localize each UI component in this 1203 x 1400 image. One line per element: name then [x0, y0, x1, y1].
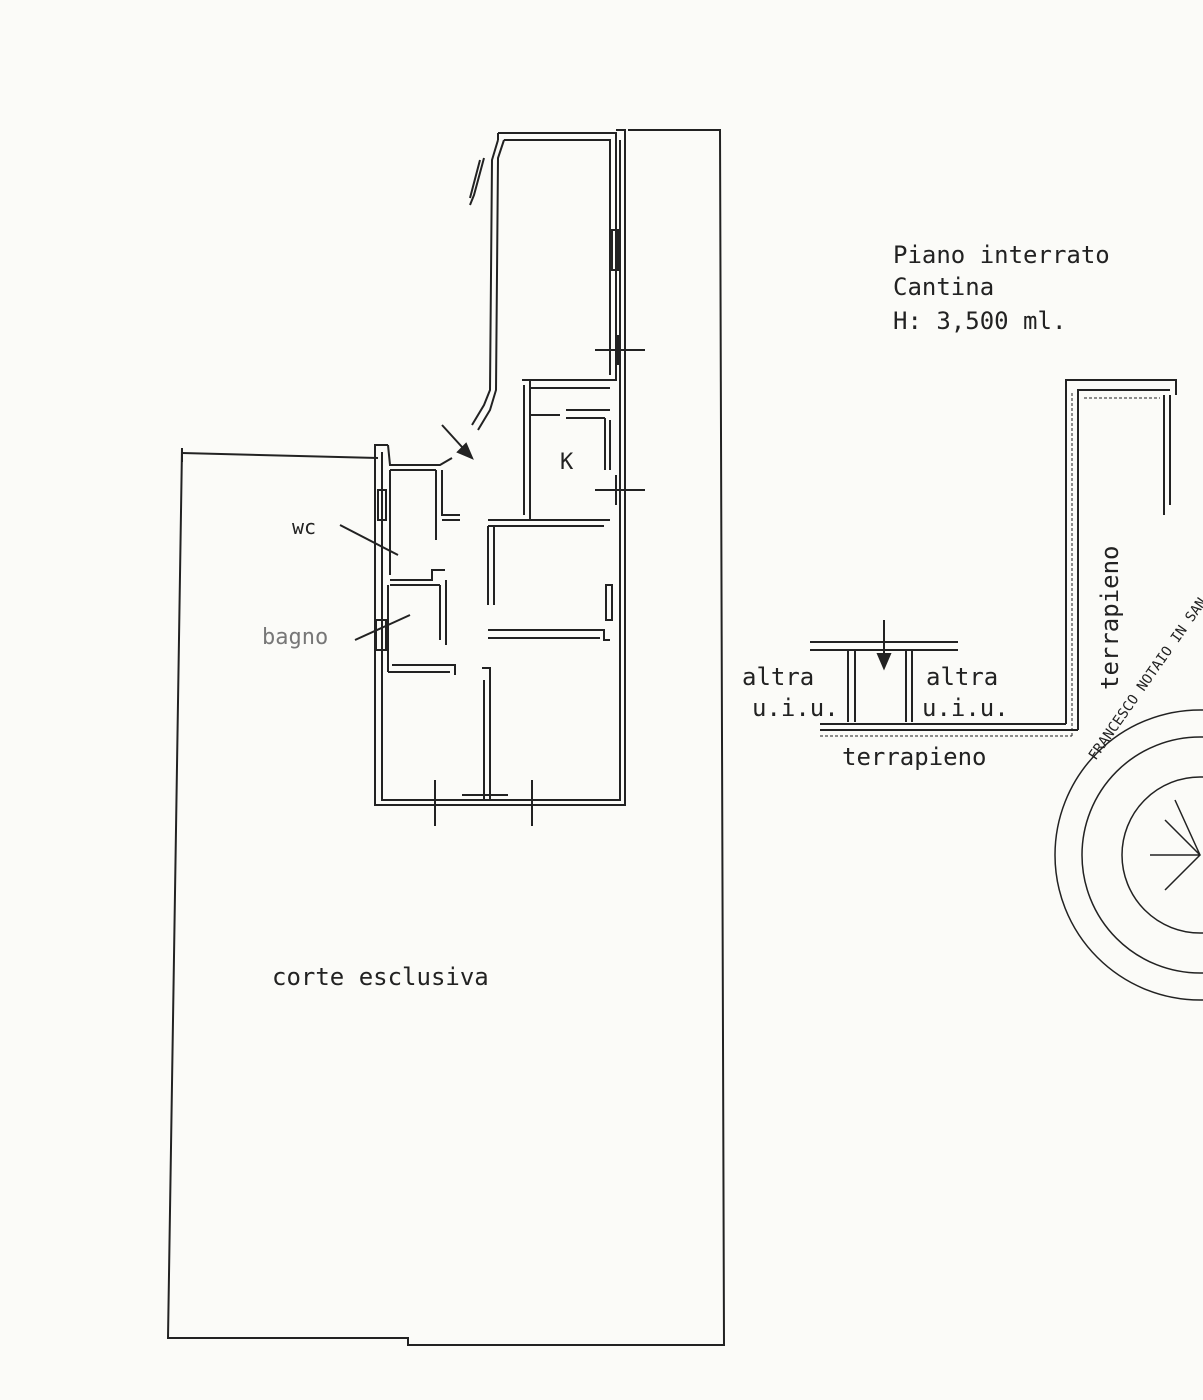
embankment-side-label: terrapieno: [1096, 545, 1124, 691]
courtyard-top-edge: [181, 452, 379, 459]
other-unit-left-line2: u.i.u.: [752, 694, 839, 722]
title-floor-level: Piano interrato: [893, 241, 1110, 269]
room-label-wc: wc: [292, 515, 317, 539]
room-label-courtyard: corte esclusiva: [272, 963, 489, 991]
courtyard-outline: [166, 129, 726, 1346]
notary-stamp: [1054, 709, 1203, 1001]
apartment-outer-wall: [374, 129, 626, 806]
room-label-bathroom: bagno: [262, 625, 329, 650]
other-unit-left-line1: altra: [742, 663, 815, 691]
other-unit-right-line1: altra: [926, 663, 999, 691]
room-label-kitchen: K: [560, 450, 574, 475]
bagno-leader: [354, 614, 411, 641]
other-unit-right-line2: u.i.u.: [922, 694, 1009, 722]
title-height: H: 3,500 ml.: [893, 307, 1067, 335]
wc-leader: [339, 524, 399, 556]
embankment-bottom-label: terrapieno: [842, 743, 987, 771]
internal-walls: [387, 379, 611, 800]
title-room-type: Cantina: [893, 273, 995, 301]
